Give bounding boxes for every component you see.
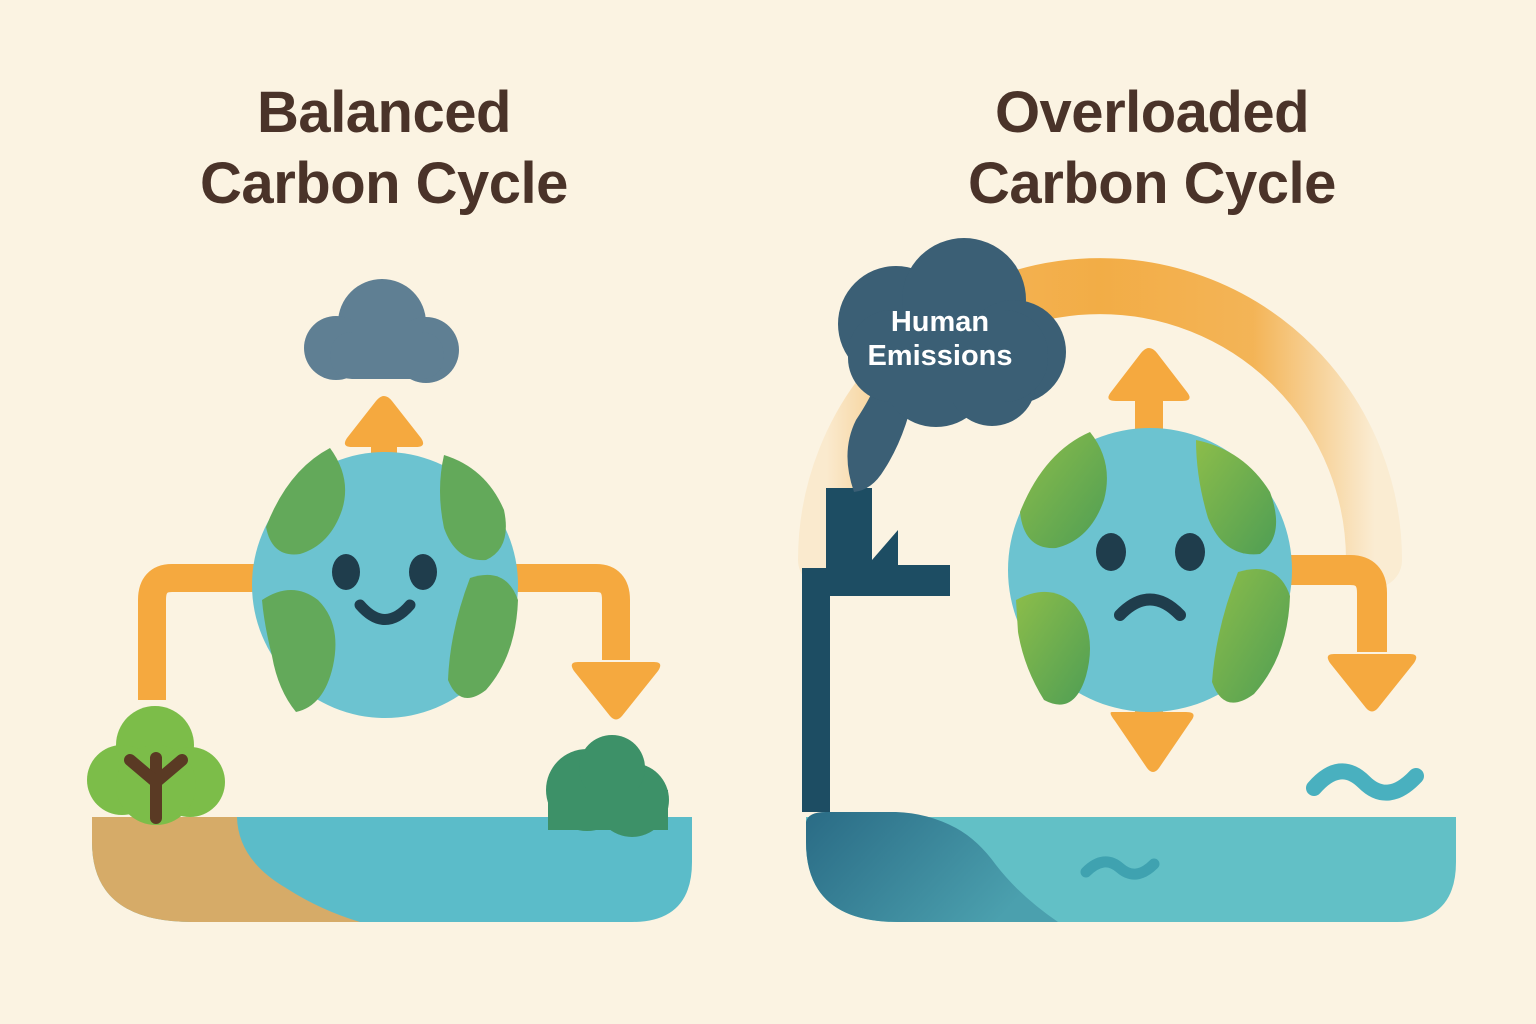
land-dark (806, 812, 1058, 922)
water-wave-inner (1080, 856, 1160, 880)
sand-bank (92, 817, 360, 922)
arrow-up-head (344, 396, 424, 447)
page-title-balanced: Balanced Carbon Cycle (200, 80, 568, 216)
page-title-overloaded: Overloaded Carbon Cycle (968, 80, 1336, 216)
earth-continents-right (1016, 432, 1290, 705)
earth-continents (262, 448, 518, 712)
bush (546, 735, 669, 837)
arrow-down-head-right (1110, 712, 1194, 772)
water-wave-floating (1306, 763, 1424, 801)
earth-eye-left (332, 554, 360, 590)
arrow-up-head-right (1108, 348, 1190, 401)
overloaded-cycle-illustration (798, 238, 1456, 922)
emissions-cloud (838, 238, 1066, 427)
earth-sad (1008, 428, 1292, 712)
earth-smile (354, 599, 416, 625)
earth-eye-right (409, 554, 437, 590)
arrow-right-elbow-line (470, 564, 630, 660)
panel-overloaded-carbon-cycle: Overloaded Carbon Cycle (768, 0, 1536, 1024)
earth-frown (1114, 593, 1186, 621)
earth-eye-left-right (1096, 533, 1126, 571)
tree (87, 706, 225, 825)
panel-balanced-carbon-cycle: Balanced Carbon Cycle (87, 80, 692, 922)
factory (802, 488, 950, 812)
cloud-gray (304, 279, 459, 383)
balanced-cycle-illustration (87, 279, 692, 922)
arrow-left-elbow (138, 564, 300, 700)
arrow-right-elbow-line-right (1266, 555, 1387, 652)
earth-eye-right-right (1175, 533, 1205, 571)
tree-trunk (124, 752, 188, 824)
arrow-right-elbow-head (571, 662, 661, 720)
arrow-right-elbow-head-right (1327, 654, 1417, 712)
earth-happy (252, 448, 518, 718)
